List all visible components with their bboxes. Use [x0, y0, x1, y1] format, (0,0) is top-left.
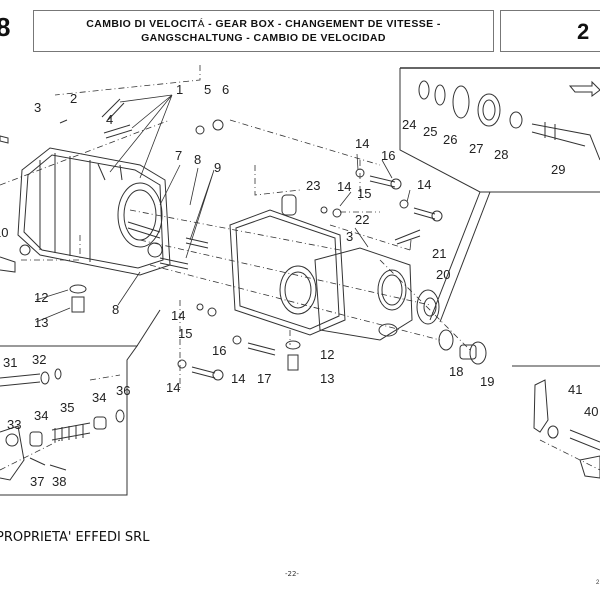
- title-line-1: CAMBIO DI VELOCITÁ - GEAR BOX - CHANGEME…: [34, 17, 493, 31]
- callout-1: 1: [176, 82, 183, 97]
- title-text-rest: - GEAR BOX - CHANGEMENT DE VITESSE -: [204, 18, 441, 30]
- callout-14d: 14: [337, 179, 351, 194]
- title-accent: Á: [197, 18, 205, 30]
- callout-15: 15: [178, 326, 192, 341]
- callout-8b: 8: [112, 302, 119, 317]
- callout-4: 4: [106, 112, 113, 127]
- callout-15b: 15: [357, 186, 371, 201]
- callout-12b: 12: [320, 347, 334, 362]
- callout-3b: 3: [346, 229, 353, 244]
- page-ref-box: 2: [500, 10, 600, 52]
- left-arrow-icon: [0, 135, 9, 144]
- callout-37: 37: [30, 474, 44, 489]
- direction-arrow-icon: [568, 80, 600, 97]
- callout-19: 19: [480, 374, 494, 389]
- callout-26: 26: [443, 132, 457, 147]
- callout-16b: 16: [381, 148, 395, 163]
- callout-22: 22: [355, 212, 369, 227]
- callout-14f: 14: [417, 177, 431, 192]
- callout-3: 3: [34, 100, 41, 115]
- callout-25: 25: [423, 124, 437, 139]
- callout-7: 7: [175, 148, 182, 163]
- callout-23: 23: [306, 178, 320, 193]
- callout-2: 2: [70, 91, 77, 106]
- callout-34b: 34: [92, 390, 106, 405]
- callout-35: 35: [60, 400, 74, 415]
- callout-28: 28: [494, 147, 508, 162]
- callout-14e: 14: [355, 136, 369, 151]
- section-number: 8: [0, 12, 11, 42]
- callout-6: 6: [222, 82, 229, 97]
- callout-12: 12: [34, 290, 48, 305]
- callout-21: 21: [432, 246, 446, 261]
- callout-13b: 13: [320, 371, 334, 386]
- shaft-assembly-drawing: [418, 80, 600, 161]
- rear-housing-drawing: [314, 247, 413, 341]
- callout-38: 38: [52, 474, 66, 489]
- page-ref: 2: [577, 19, 590, 44]
- callout-41: 41: [568, 382, 582, 397]
- callout-14c: 14: [231, 371, 245, 386]
- callout-27: 27: [469, 141, 483, 156]
- callout-24: 24: [402, 117, 416, 132]
- callout-32: 32: [32, 352, 46, 367]
- callout-17: 17: [257, 371, 271, 386]
- inset-frame-left: [0, 345, 138, 496]
- callout-31: 31: [3, 355, 17, 370]
- callout-10: 10: [0, 225, 8, 240]
- callout-8: 8: [194, 152, 201, 167]
- exploded-parts-diagram: 1 2 3 4 5 6 7 8 9 10 12 13 8 14 15 16 14…: [0, 65, 600, 496]
- callout-40: 40: [584, 404, 598, 419]
- corner-mark: 2: [596, 580, 600, 586]
- page-number: -22-: [285, 570, 299, 578]
- center-housing-drawing: [229, 194, 346, 336]
- title-line-2: GANGSCHALTUNG - CAMBIO DE VELOCIDAD: [141, 32, 386, 44]
- callout-34: 34: [34, 408, 48, 423]
- callout-9: 9: [214, 160, 221, 175]
- bell-housing-drawing: [17, 147, 171, 276]
- callout-16: 16: [212, 343, 226, 358]
- callout-33: 33: [7, 417, 21, 432]
- callout-36: 36: [116, 383, 130, 398]
- callout-5: 5: [204, 82, 211, 97]
- callout-29: 29: [551, 162, 565, 177]
- owner-notice: PROPRIETA' EFFEDI SRL: [0, 530, 150, 545]
- callout-14: 14: [171, 308, 185, 323]
- page-title-box: CAMBIO DI VELOCITÁ - GEAR BOX - CHANGEME…: [33, 10, 494, 52]
- title-text: CAMBIO DI VELOCIT: [86, 18, 198, 30]
- callout-20: 20: [436, 267, 450, 282]
- callout-13: 13: [34, 315, 48, 330]
- callout-18: 18: [449, 364, 463, 379]
- callout-14b: 14: [166, 380, 180, 395]
